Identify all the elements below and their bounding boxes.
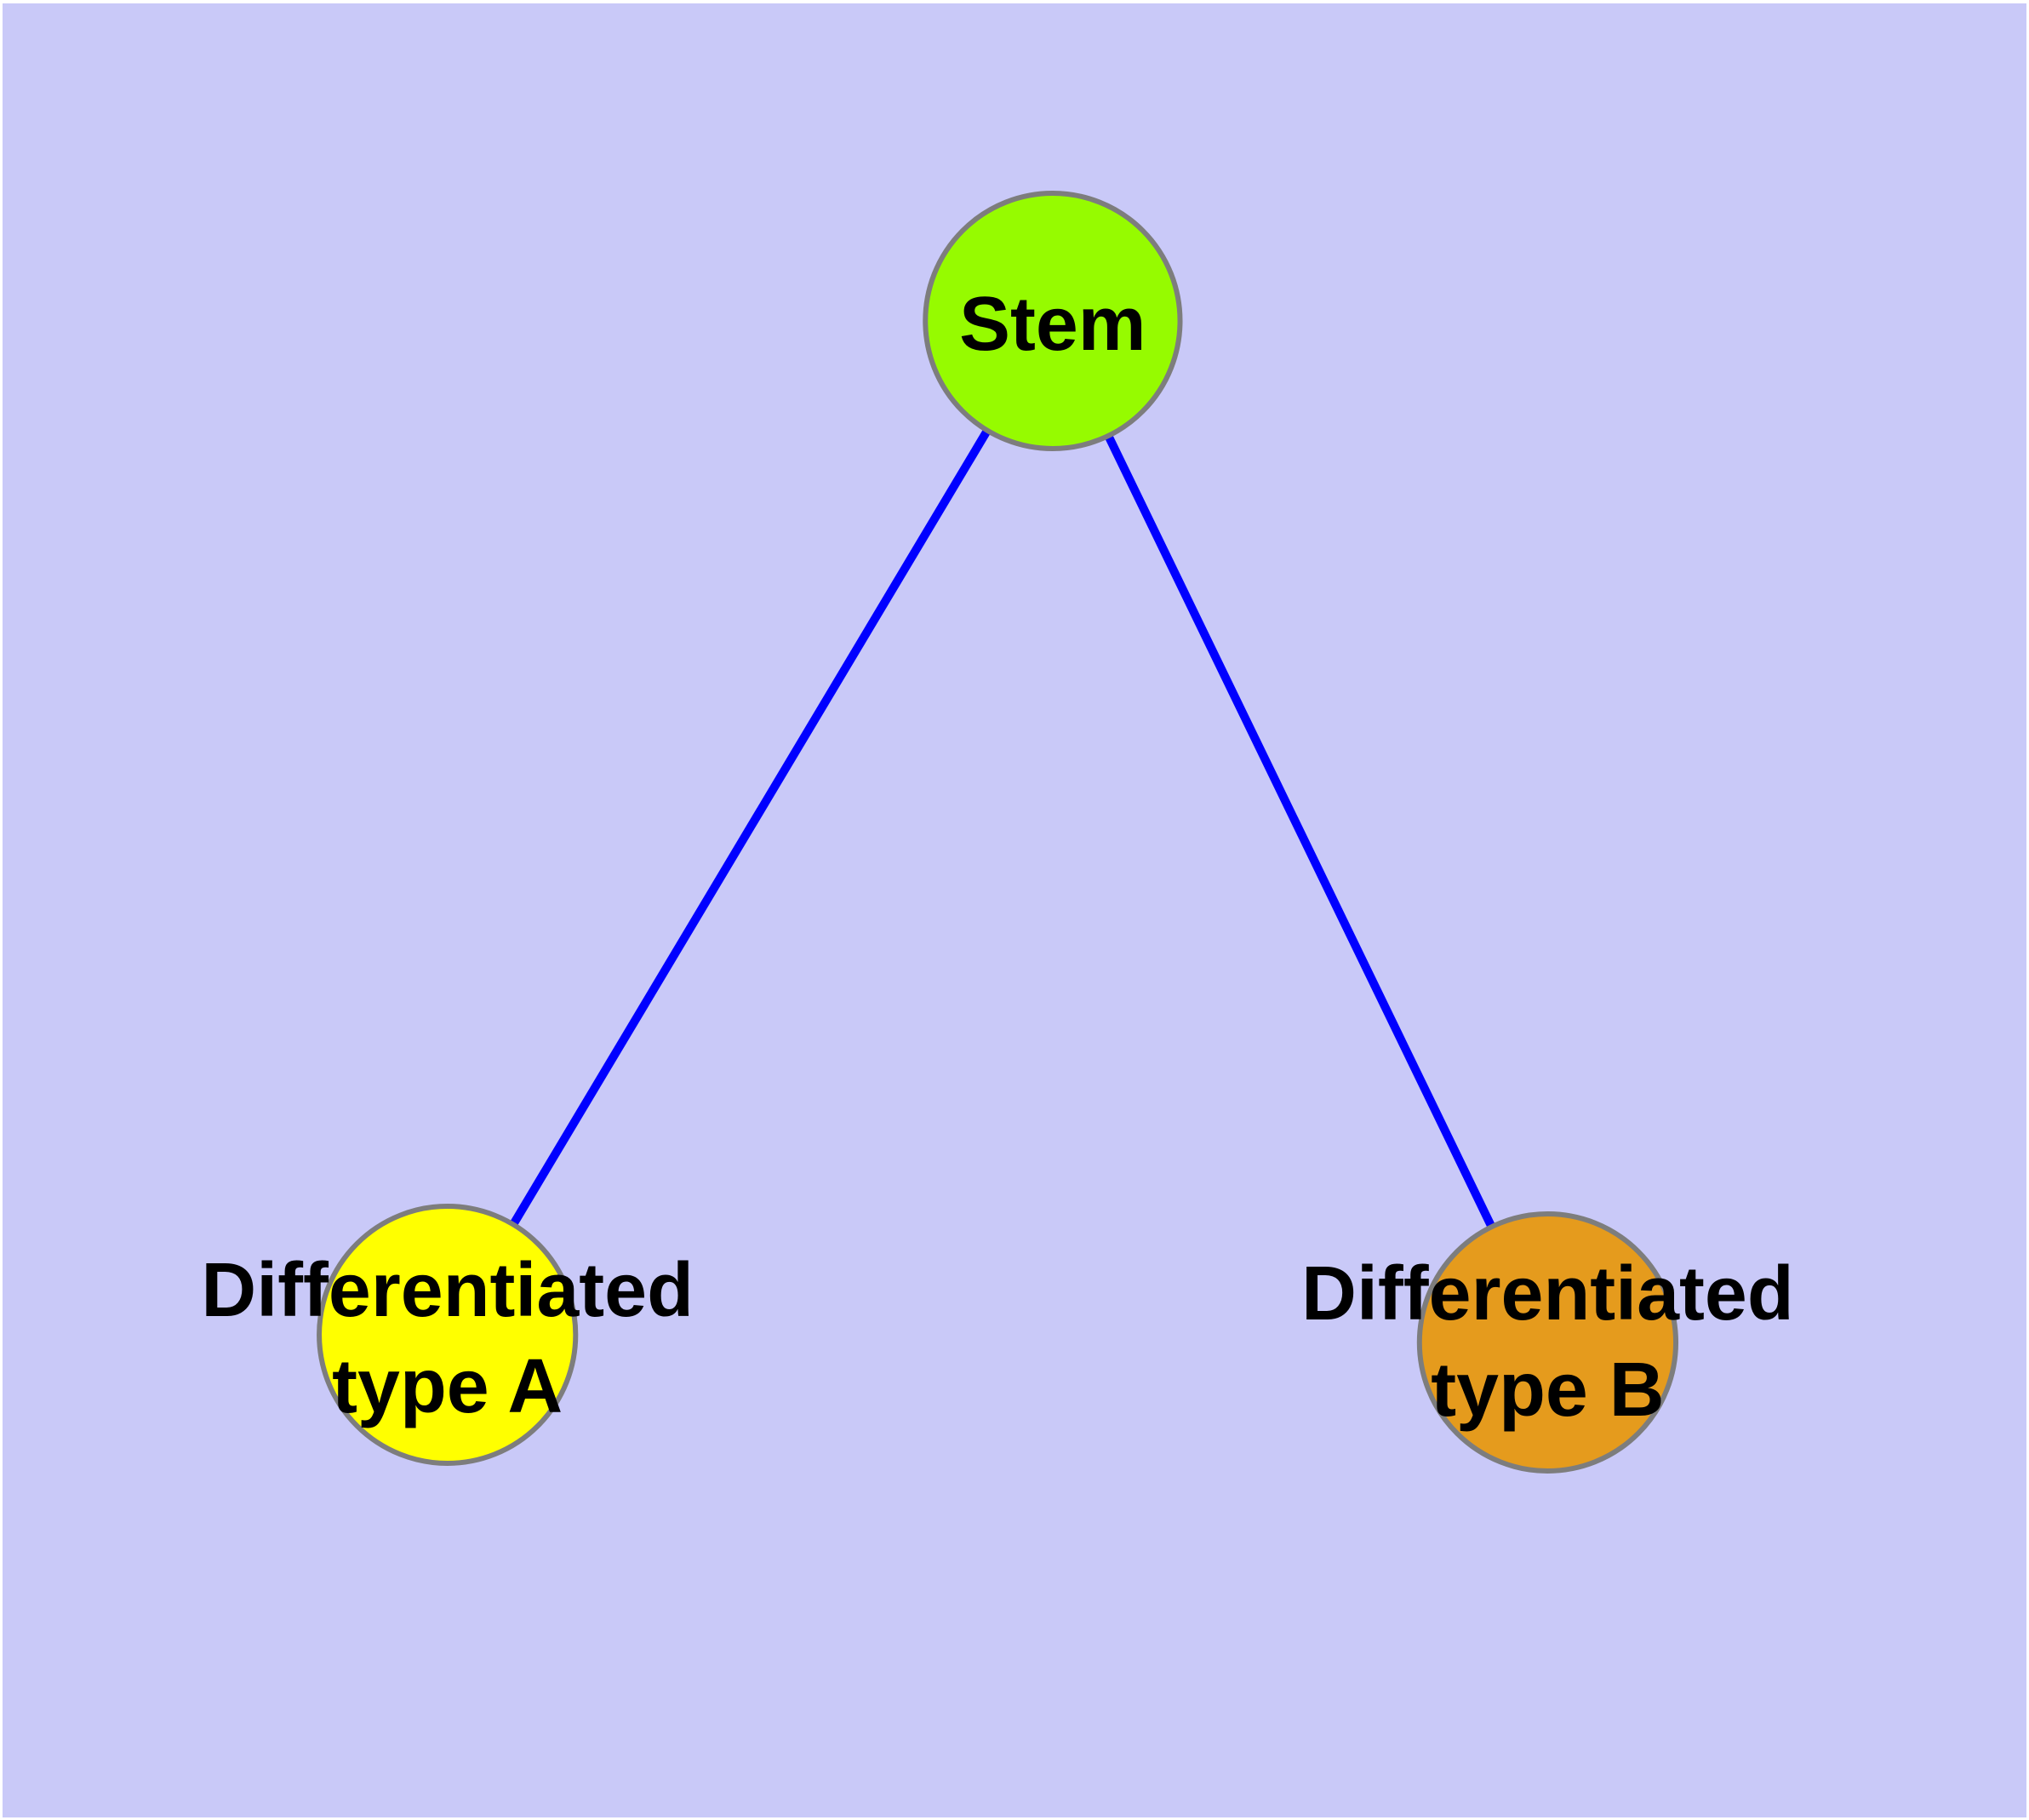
edge-stem-to-type-a (443, 318, 1057, 1337)
node-differentiated-type-b (1416, 1211, 1679, 1474)
node-type-a-label-line1: Differentiated (201, 1248, 694, 1333)
edge-stem-to-type-b (1049, 318, 1552, 1345)
node-stem-label: Stem (959, 282, 1146, 367)
node-type-a-label-line2: type A (332, 1344, 563, 1429)
node-differentiated-type-a (317, 1204, 579, 1466)
network-diagram: Stem Differentiated type A Differentiate… (201, 191, 1794, 1474)
plot-canvas: Stem Differentiated type A Differentiate… (3, 3, 2026, 1817)
node-stem (923, 191, 1183, 451)
node-type-b-label-line2: type B (1431, 1348, 1664, 1433)
node-type-b-label-line1: Differentiated (1301, 1251, 1794, 1336)
